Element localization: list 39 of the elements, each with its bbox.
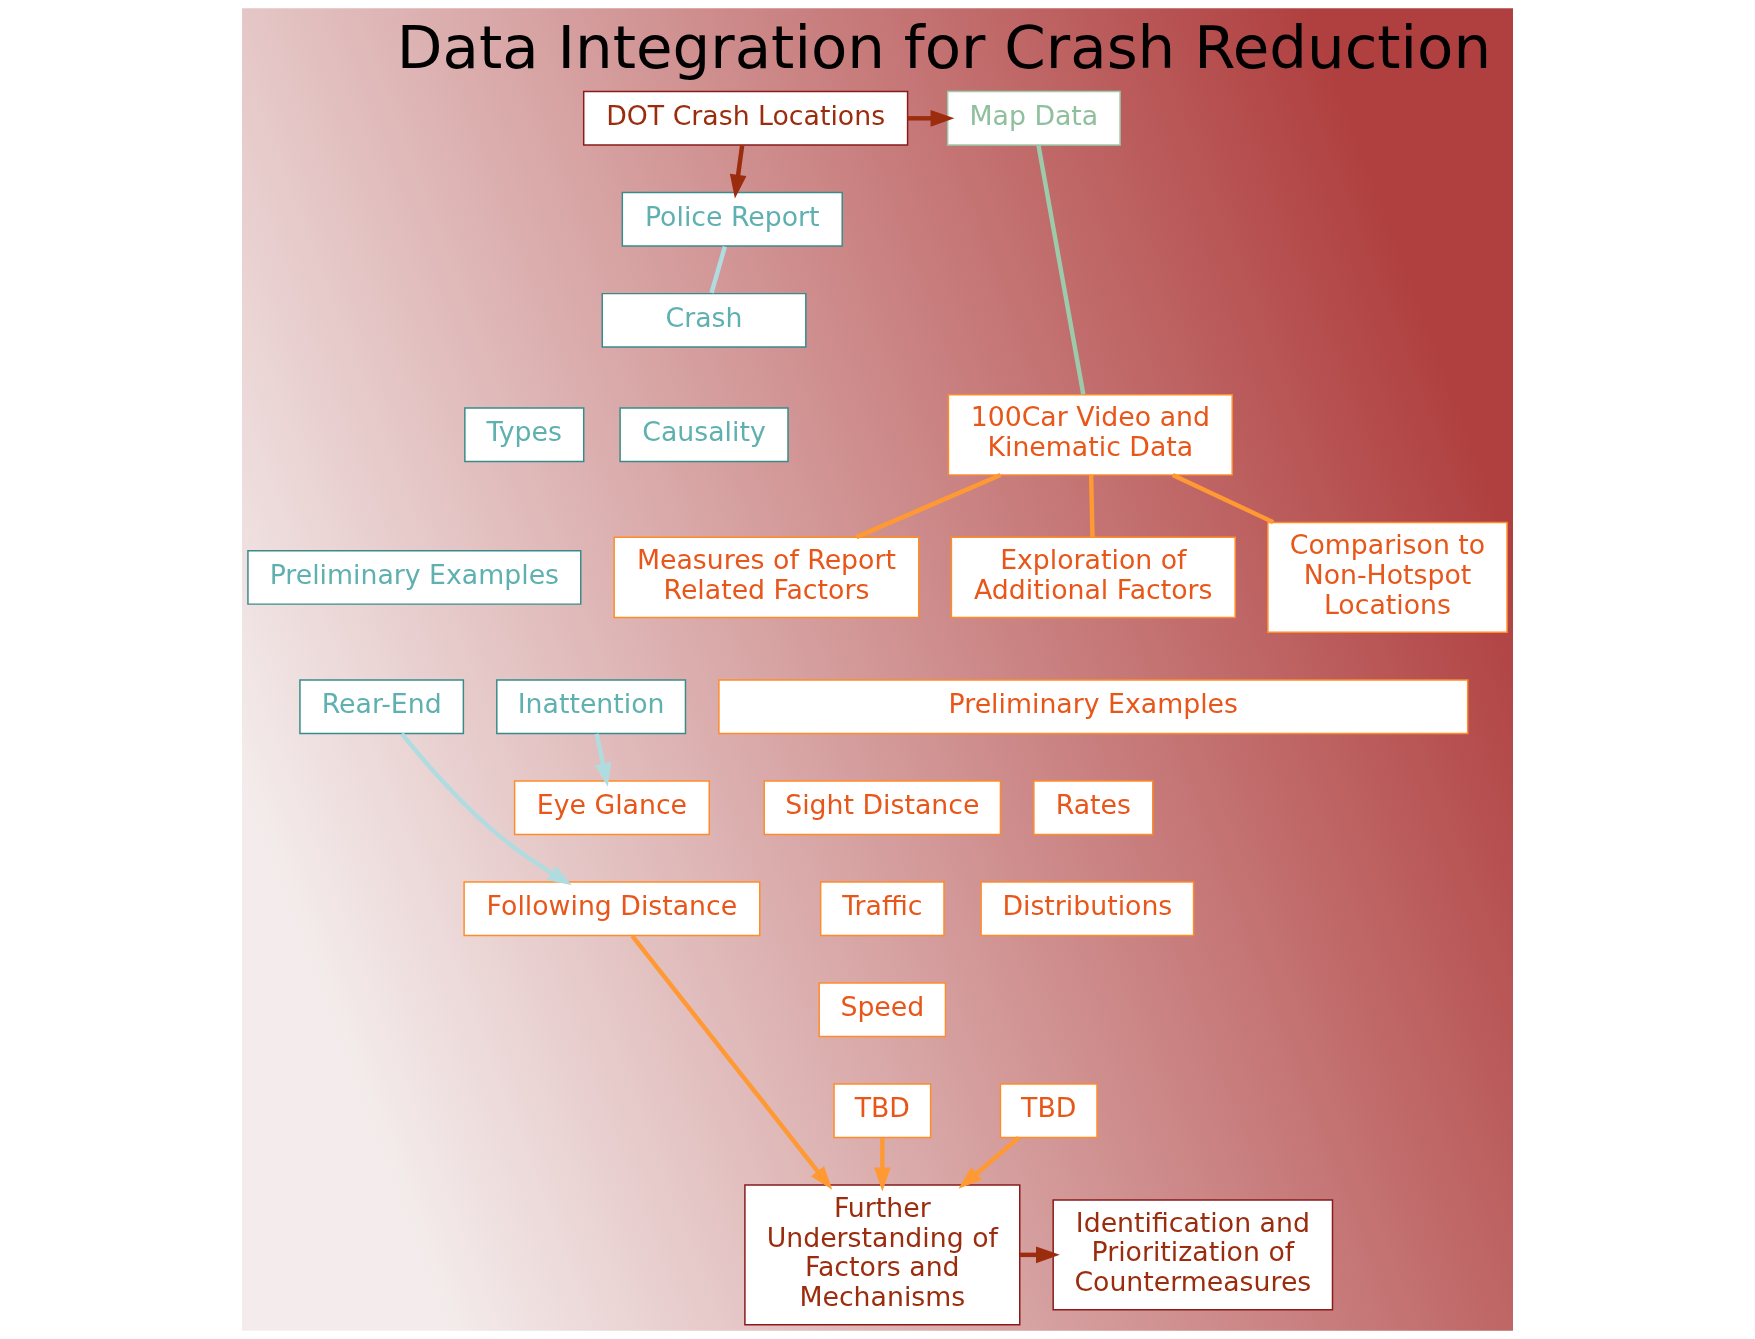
node-box: Rates bbox=[1033, 780, 1154, 836]
node-box: Identification and Prioritization of Countermeasures bbox=[1052, 1199, 1334, 1311]
connector bbox=[1036, 145, 1086, 395]
node-box: Traffic bbox=[819, 881, 945, 937]
connector bbox=[1171, 472, 1275, 525]
diagram-title: Data Integration for Crash Reduction bbox=[396, 12, 1492, 82]
arrow bbox=[630, 934, 833, 1190]
node-box: Sight Distance bbox=[763, 780, 1002, 836]
node-box: TBD bbox=[833, 1083, 932, 1139]
node-box: Eye Glance bbox=[513, 780, 710, 836]
arrow bbox=[400, 732, 572, 886]
node-box: Comparison to Non-Hotspot Locations bbox=[1267, 521, 1508, 634]
node-box: Inattention bbox=[496, 679, 687, 735]
node-box: Preliminary Examples bbox=[247, 549, 582, 605]
node-box: Police Report bbox=[621, 191, 843, 247]
node-box: Types bbox=[464, 407, 585, 463]
node-box: Measures of Report Related Factors bbox=[613, 536, 920, 619]
arrow bbox=[874, 1138, 891, 1192]
node-box: DOT Crash Locations bbox=[582, 90, 909, 146]
node-box: TBD bbox=[999, 1083, 1098, 1139]
node-box: Causality bbox=[619, 407, 789, 463]
arrow bbox=[907, 109, 955, 127]
connector bbox=[709, 245, 727, 294]
connector bbox=[855, 472, 1002, 540]
connector bbox=[1088, 475, 1095, 538]
node-box: Exploration of Additional Factors bbox=[950, 536, 1236, 619]
arrow bbox=[729, 145, 747, 199]
node-box: 100Car Video and Kinematic Data bbox=[947, 393, 1233, 476]
node-box: Following Distance bbox=[463, 881, 761, 937]
node-box: Crash bbox=[601, 292, 807, 348]
arrow bbox=[1020, 1246, 1060, 1264]
node-box: Further Understanding of Factors and Mechanisms bbox=[744, 1184, 1021, 1326]
arrow bbox=[594, 733, 612, 787]
arrow bbox=[958, 1136, 1021, 1189]
node-box: Distributions bbox=[980, 881, 1195, 937]
node-box: Speed bbox=[818, 982, 947, 1038]
node-box: Rear-End bbox=[299, 679, 465, 735]
node-box: Map Data bbox=[946, 90, 1121, 146]
node-box: Preliminary Examples bbox=[718, 679, 1469, 735]
